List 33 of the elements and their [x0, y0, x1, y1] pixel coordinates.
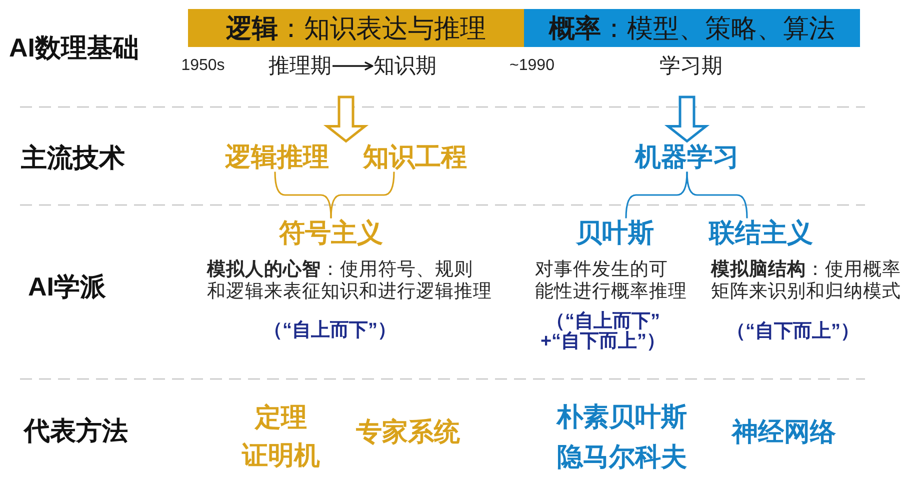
period-label: 学习期 [660, 54, 722, 78]
direction-note: （“自上而下”） [264, 321, 396, 341]
school-title: 符号主义 [279, 218, 383, 248]
technique-label: 机器学习 [635, 142, 739, 172]
method-label: 朴素贝叶斯 [557, 402, 687, 432]
hollow-arrow [323, 96, 369, 143]
row-heading: AI数理基础 [9, 34, 139, 62]
row-heading: AI学派 [28, 272, 106, 302]
school-title: 联结主义 [709, 218, 813, 248]
school-title: 贝叶斯 [576, 218, 654, 248]
hollow-arrow [664, 96, 710, 143]
year-label: 1950s [181, 57, 225, 75]
method-label: 神经网络 [732, 418, 836, 446]
row-heading: 代表方法 [24, 416, 128, 446]
method-label: 专家系统 [356, 418, 460, 446]
brace-connector [625, 172, 688, 218]
period-label: 推理期 [268, 54, 332, 78]
brace-connector [686, 172, 748, 218]
method-label: 隐马尔科夫 [557, 442, 687, 472]
year-label: ~1990 [510, 57, 554, 75]
paradigm-band: 逻辑：知识表达与推理 [188, 9, 524, 47]
direction-note: （“自上而下” +“自下而上”） [540, 312, 666, 352]
arrow [332, 62, 374, 70]
technique-label: 逻辑推理 [225, 142, 329, 172]
description-text: 模拟脑结构：使用概率矩阵来识别和归纳模式 [711, 258, 902, 301]
brace-connector [274, 172, 332, 218]
technique-label: 知识工程 [363, 142, 467, 172]
paradigm-band: 概率：模型、策略、算法 [524, 9, 860, 47]
direction-note: （“自下而上”） [726, 322, 860, 342]
period-label: 知识期 [374, 54, 436, 78]
brace-connector [330, 172, 395, 218]
row-heading: 主流技术 [21, 144, 125, 172]
method-label: 定理证明机 [242, 401, 320, 472]
